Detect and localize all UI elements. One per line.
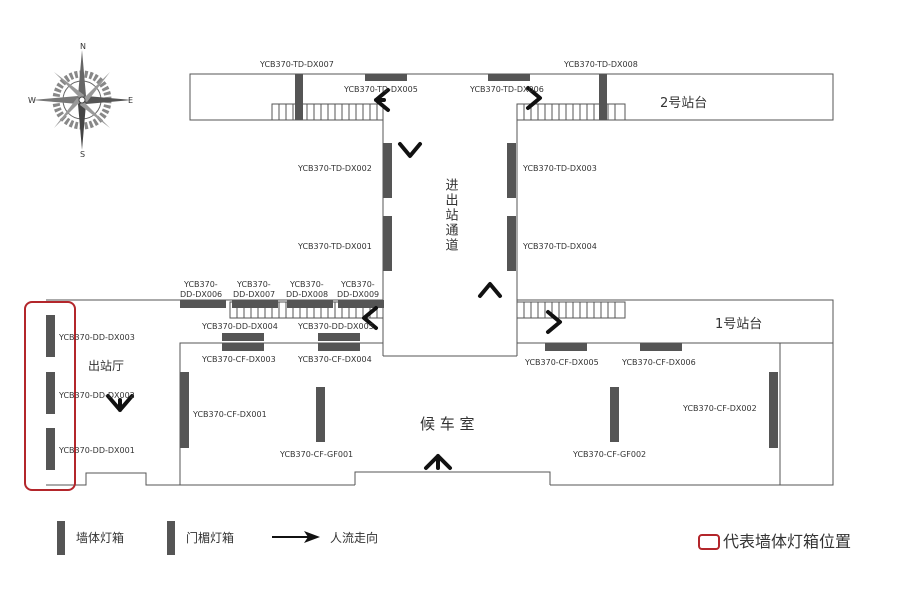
label-cf005: YCB370-CF-DX005 <box>524 358 599 367</box>
light-boxes <box>46 74 778 470</box>
label-cf003: YCB370-CF-DX003 <box>201 355 276 364</box>
box-cf003 <box>222 343 264 351</box>
box-gf001 <box>316 387 325 442</box>
compass-east-label: E <box>128 96 133 105</box>
label-cf004: YCB370-CF-DX004 <box>297 355 372 364</box>
legend-door-box-label: 门楣灯箱 <box>186 530 234 545</box>
legend-arrow-icon <box>272 531 320 543</box>
stairs-platform1 <box>516 301 626 319</box>
label-dd006-line1: YCB370- <box>183 280 218 289</box>
box-td004 <box>507 216 516 271</box>
arrow-right-icon <box>526 86 542 110</box>
waiting-room-label: 候 车 室 <box>420 415 475 433</box>
box-td001 <box>383 216 392 271</box>
arrow-up-icon <box>424 454 452 470</box>
compass-rose-icon <box>32 50 132 150</box>
arrow-down-icon <box>106 394 134 412</box>
label-td004: YCB370-TD-DX004 <box>522 242 597 251</box>
box-dd008 <box>287 300 333 308</box>
legend: 墙体灯箱 门楣灯箱 人流走向 代表墙体灯箱位置 <box>57 521 851 555</box>
arrow-down-icon <box>398 142 422 158</box>
arrow-up-icon <box>478 282 502 298</box>
label-td002: YCB370-TD-DX002 <box>297 164 372 173</box>
box-cf005 <box>545 343 587 351</box>
box-dd006 <box>180 300 226 308</box>
label-dd001: YCB370-DD-DX001 <box>58 446 135 455</box>
box-dd003 <box>46 315 55 357</box>
label-dd008-line2: DD-DX008 <box>286 290 328 299</box>
box-dd004 <box>222 333 264 341</box>
platform1-label: 1号站台 <box>715 317 762 332</box>
box-td008 <box>599 74 607 120</box>
label-td005: YCB370-TD-DX005 <box>343 85 418 94</box>
passage-label: 进出站通道 <box>443 178 459 253</box>
label-dd009-line2: DD-DX009 <box>337 290 379 299</box>
box-dd005 <box>318 333 360 341</box>
box-dd007 <box>232 300 278 308</box>
legend-highlight-swatch <box>698 534 720 550</box>
arrow-left-icon <box>374 88 390 112</box>
compass-north-label: N <box>80 42 86 51</box>
wall-lightbox-highlight <box>24 301 76 491</box>
box-dd001 <box>46 428 55 470</box>
label-td003: YCB370-TD-DX003 <box>522 164 597 173</box>
platform2-label: 2号站台 <box>660 96 707 111</box>
label-cf001: YCB370-CF-DX001 <box>192 410 267 419</box>
box-td002 <box>383 143 392 198</box>
label-gf001: YCB370-CF-GF001 <box>279 450 353 459</box>
box-cf001 <box>180 372 189 448</box>
label-cf002: YCB370-CF-DX002 <box>682 404 757 413</box>
label-gf002: YCB370-CF-GF002 <box>572 450 646 459</box>
box-cf006 <box>640 343 682 351</box>
arrow-right-icon <box>546 310 562 334</box>
legend-wall-box-swatch <box>57 521 65 555</box>
label-dd004: YCB370-DD-DX004 <box>201 322 278 331</box>
box-td007 <box>295 74 303 120</box>
box-td006 <box>488 74 530 81</box>
exit-hall-label: 出站厅 <box>88 359 124 373</box>
box-dd002 <box>46 372 55 414</box>
label-dd003: YCB370-DD-DX003 <box>58 333 135 342</box>
label-td007: YCB370-TD-DX007 <box>259 60 334 69</box>
box-gf002 <box>610 387 619 442</box>
box-td005 <box>365 74 407 81</box>
label-dd005: YCB370-DD-DX005 <box>297 322 374 331</box>
label-td008: YCB370-TD-DX008 <box>563 60 638 69</box>
box-cf002 <box>769 372 778 448</box>
label-dd009-line1: YCB370- <box>340 280 375 289</box>
stairs-platform2-right <box>516 103 626 121</box>
legend-wall-box-label: 墙体灯箱 <box>76 530 124 545</box>
label-dd006-line2: DD-DX006 <box>180 290 222 299</box>
label-dd007-line1: YCB370- <box>236 280 271 289</box>
compass-west-label: W <box>28 96 36 105</box>
label-dd002: YCB370-DD-DX002 <box>58 391 135 400</box>
label-dd008-line1: YCB370- <box>289 280 324 289</box>
box-dd009 <box>338 300 384 308</box>
arrow-left-icon <box>362 306 378 330</box>
legend-highlight-label: 代表墙体灯箱位置 <box>723 532 851 551</box>
box-td003 <box>507 143 516 198</box>
box-cf004 <box>318 343 360 351</box>
label-td001: YCB370-TD-DX001 <box>297 242 372 251</box>
legend-flow-label: 人流走向 <box>330 530 378 545</box>
flow-arrows <box>106 86 562 470</box>
label-td006: YCB370-TD-DX006 <box>469 85 544 94</box>
compass-south-label: S <box>80 150 85 159</box>
legend-door-box-swatch <box>167 521 175 555</box>
stairs-platform2-left <box>271 103 384 121</box>
label-cf006: YCB370-CF-DX006 <box>621 358 696 367</box>
label-dd007-line2: DD-DX007 <box>233 290 275 299</box>
